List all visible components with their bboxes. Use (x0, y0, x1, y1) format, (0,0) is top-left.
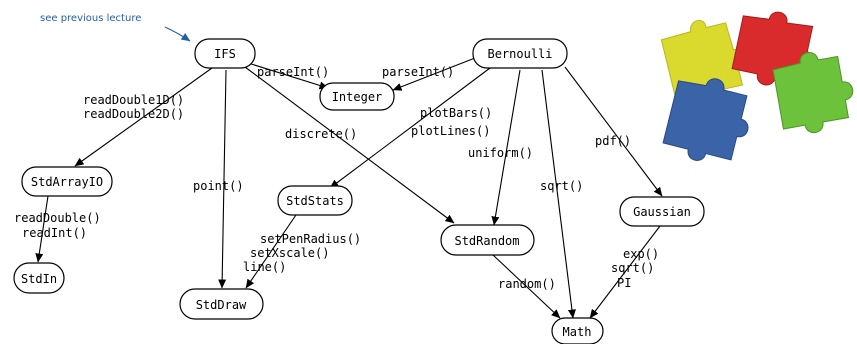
node-stdstats-label: StdStats (286, 194, 344, 208)
node-gaussian[interactable]: Gaussian (619, 196, 705, 227)
edge-ifs-integer (247, 62, 329, 90)
node-bernoulli-label: Bernoulli (487, 47, 552, 61)
puzzle-piece-green (772, 52, 854, 133)
edge-stdstats-stddraw (245, 214, 297, 289)
edge-bernoulli-stdrandom (491, 69, 521, 226)
node-integer[interactable]: Integer (319, 82, 395, 111)
label-stdstats-stddraw-3: line() (243, 260, 286, 274)
label-ifs-stddraw: point() (193, 179, 244, 193)
edge-gaussian-math (589, 225, 661, 319)
label-stdstats-stddraw-1: setPenRadius() (260, 232, 361, 246)
node-stdin[interactable]: StdIn (13, 262, 65, 294)
node-stdrandom-label: StdRandom (454, 234, 519, 248)
edge-ifs-stddraw (218, 69, 227, 289)
edge-bernoulli-integer (392, 57, 476, 91)
node-stdarrayio-label: StdArrayIO (31, 175, 103, 189)
edges (35, 57, 663, 319)
node-integer-label: Integer (332, 90, 383, 104)
node-stdrandom[interactable]: StdRandom (440, 224, 535, 256)
edge-ifs-stdrandom (244, 66, 455, 224)
edge-stdarrayio-stdin (35, 195, 49, 263)
node-stddraw-label: StdDraw (196, 298, 247, 312)
label-gaussian-math-3: PI (617, 276, 631, 290)
edge-ifs-stdarrayio (74, 67, 213, 167)
edge-labels: parseInt() parseInt() readDouble1D() rea… (14, 65, 659, 291)
node-stdarrayio[interactable]: StdArrayIO (21, 166, 113, 197)
label-bernoulli-math: sqrt() (540, 179, 583, 193)
label-bernoulli-gaussian: pdf() (595, 134, 631, 148)
edge-bernoulli-stdstats (329, 67, 491, 189)
puzzle-piece-blue (662, 78, 749, 161)
label-gaussian-math-2: sqrt() (611, 261, 654, 275)
label-bernoulli-stdstats-1: plotBars() (420, 106, 492, 120)
edge-bernoulli-math (541, 69, 576, 319)
label-stdrandom-math: random() (498, 277, 556, 291)
edge-stdrandom-math (492, 254, 561, 319)
node-stddraw[interactable]: StdDraw (179, 288, 264, 320)
label-gaussian-math-1: exp() (623, 247, 659, 261)
label-bernoulli-stdstats-2: plotLines() (411, 124, 490, 138)
label-ifs-integer: parseInt() (257, 65, 329, 79)
label-stdstats-stddraw-2: setXscale() (250, 246, 329, 260)
node-gaussian-label: Gaussian (633, 205, 691, 219)
edge-bernoulli-gaussian (564, 66, 663, 197)
label-ifs-stdarrayio-1: readDouble1D() (83, 93, 184, 107)
node-stdin-label: StdIn (21, 272, 57, 286)
label-stdarrayio-stdin-1: readDouble() (14, 211, 101, 225)
label-bernoulli-integer: parseInt() (382, 65, 454, 79)
node-ifs[interactable]: IFS (194, 38, 256, 69)
see-previous-lecture-note: see previous lecture (40, 13, 141, 24)
label-stdarrayio-stdin-2: readInt() (22, 226, 87, 240)
node-math-label: Math (563, 325, 592, 339)
node-bernoulli[interactable]: Bernoulli (472, 38, 568, 69)
jigsaw-puzzle-icon (660, 11, 854, 161)
label-bernoulli-stdrandom: uniform() (468, 146, 533, 160)
node-math[interactable]: Math (551, 317, 604, 344)
note-arrow (164, 26, 191, 42)
node-stdstats[interactable]: StdStats (277, 185, 353, 216)
label-ifs-stdrandom: discrete() (285, 127, 357, 141)
node-ifs-label: IFS (214, 47, 236, 61)
label-ifs-stdarrayio-2: readDouble2D() (83, 107, 184, 121)
